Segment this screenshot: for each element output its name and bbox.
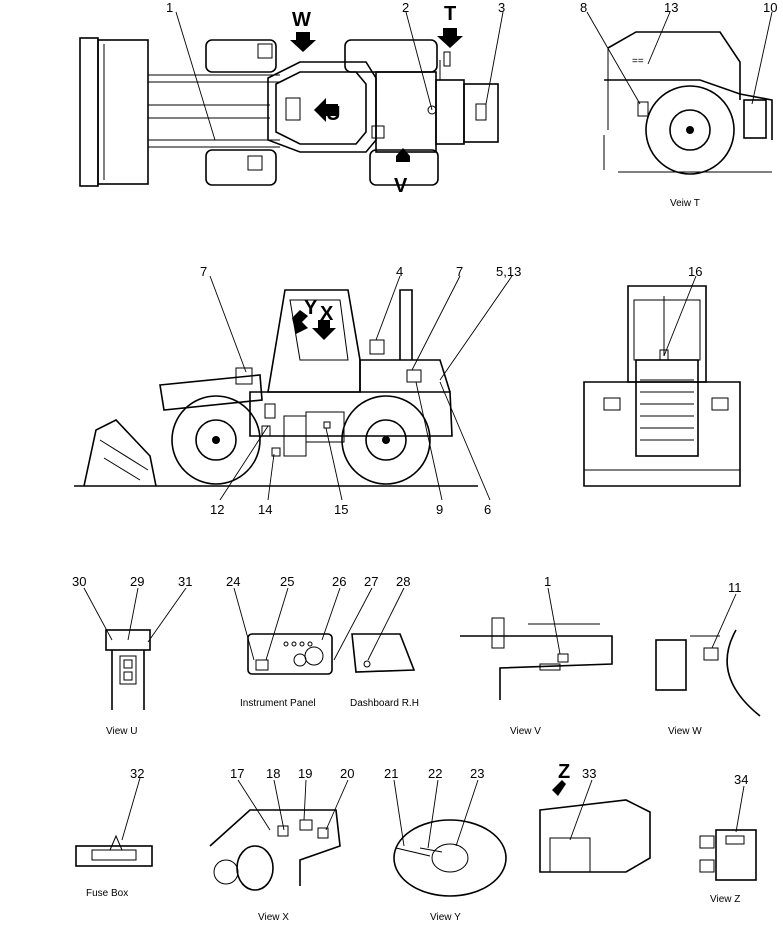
caption-view-v: View V (510, 726, 541, 737)
callout: 21 (384, 766, 398, 781)
view-u-drawing (105, 629, 151, 710)
view-letter-y: Y (304, 297, 318, 319)
view-letter-w: W (292, 9, 311, 31)
callout: 11 (728, 580, 742, 595)
view-x-drawing (209, 809, 341, 891)
view-letter-u: U (326, 103, 340, 125)
callout: 12 (210, 502, 224, 517)
view-z-drawing (539, 780, 651, 873)
callout: 4 (396, 264, 403, 279)
callout: 29 (130, 574, 144, 589)
caption-view-z: View Z (710, 894, 740, 905)
callout: 26 (332, 574, 346, 589)
callout: 5,13 (496, 264, 521, 279)
callout: 22 (428, 766, 442, 781)
caption-view-w: View W (668, 726, 702, 737)
callout: 34 (734, 772, 748, 787)
view-y-drawing (393, 819, 507, 897)
caption-instrument-panel: Instrument Panel (240, 698, 316, 709)
callout: 10 (763, 0, 777, 15)
view-w-drawing (655, 629, 761, 717)
view-v-drawing (460, 617, 613, 700)
view-letter-z: Z (558, 761, 570, 783)
callout: 6 (484, 502, 491, 517)
top-view-loader (79, 28, 499, 187)
callout: 24 (226, 574, 240, 589)
callout-numbers: 1 2 3 8 13 10 7 4 7 5,13 16 12 14 15 9 6… (72, 0, 777, 787)
callout: 7 (200, 264, 207, 279)
callout: 15 (334, 502, 348, 517)
callout: 23 (470, 766, 484, 781)
view-letters: W T U V Y X Z (292, 3, 570, 783)
svg-text:==: == (632, 56, 644, 67)
callout: 7 (456, 264, 463, 279)
caption-view-t: Veiw T (670, 198, 700, 209)
callout: 33 (582, 766, 596, 781)
callout: 19 (298, 766, 312, 781)
caption-view-y: View Y (430, 912, 461, 923)
callout: 8 (580, 0, 587, 15)
callout: 2 (402, 0, 409, 15)
view-t-drawing: == (603, 31, 773, 175)
caption-view-x: View X (258, 912, 289, 923)
callout: 3 (498, 0, 505, 15)
side-view-loader (74, 289, 478, 487)
callout: 18 (266, 766, 280, 781)
view-letter-v: V (394, 175, 408, 197)
callout: 16 (688, 264, 702, 279)
callout: 1 (544, 574, 551, 589)
callout: 1 (166, 0, 173, 15)
fuse-box-drawing (75, 834, 153, 867)
view-z-small-drawing (699, 829, 757, 881)
dashboard-rh-drawing (351, 633, 416, 673)
caption-dashboard-rh: Dashboard R.H (350, 698, 419, 709)
callout: 27 (364, 574, 378, 589)
callout: 14 (258, 502, 272, 517)
callout: 32 (130, 766, 144, 781)
callout: 31 (178, 574, 192, 589)
view-letter-x: X (320, 303, 334, 325)
rear-view-loader (583, 285, 741, 487)
callout: 28 (396, 574, 410, 589)
callout: 9 (436, 502, 443, 517)
callout: 25 (280, 574, 294, 589)
callout: 17 (230, 766, 244, 781)
callout: 20 (340, 766, 354, 781)
callout: 30 (72, 574, 86, 589)
instrument-panel-drawing (247, 633, 333, 675)
leader-lines (83, 11, 773, 849)
caption-fuse-box: Fuse Box (86, 888, 128, 899)
caption-view-u: View U (106, 726, 138, 737)
captions: Veiw T View U Instrument Panel Dashboard… (86, 198, 740, 923)
view-letter-t: T (444, 3, 456, 25)
callout: 13 (664, 0, 678, 15)
